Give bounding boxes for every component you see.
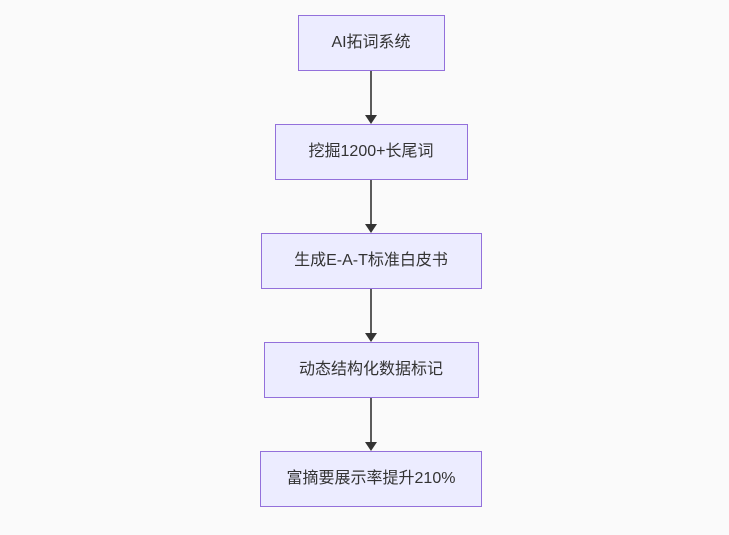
arrow-line	[370, 289, 372, 334]
node-label: 动态结构化数据标记	[298, 361, 443, 378]
node-label: AI拓词系统	[331, 34, 411, 51]
flow-node-longtail-mining: 挖掘1200+长尾词	[274, 124, 468, 180]
arrow-down-icon	[365, 115, 377, 124]
arrow-line	[370, 180, 372, 225]
node-label: 挖掘1200+长尾词	[308, 143, 434, 160]
arrow-line	[370, 71, 372, 116]
flow-node-ai-keyword-system: AI拓词系统	[297, 15, 445, 71]
flow-node-eat-whitepaper: 生成E-A-T标准白皮书	[260, 233, 482, 289]
flow-edge-2	[364, 180, 378, 233]
flow-edge-1	[364, 71, 378, 124]
flow-node-structured-data-markup: 动态结构化数据标记	[263, 342, 479, 398]
arrow-down-icon	[365, 333, 377, 342]
flowchart: AI拓词系统 挖掘1200+长尾词 生成E-A-T标准白皮书 动态结构化数据标记	[260, 15, 482, 507]
arrow-down-icon	[365, 442, 377, 451]
node-label: 富摘要展示率提升210%	[286, 470, 456, 487]
node-label: 生成E-A-T标准白皮书	[294, 252, 448, 269]
flow-edge-3	[364, 289, 378, 342]
flow-edge-4	[364, 398, 378, 451]
arrow-line	[370, 398, 372, 443]
arrow-down-icon	[365, 224, 377, 233]
flow-node-rich-snippet-result: 富摘要展示率提升210%	[260, 451, 482, 507]
